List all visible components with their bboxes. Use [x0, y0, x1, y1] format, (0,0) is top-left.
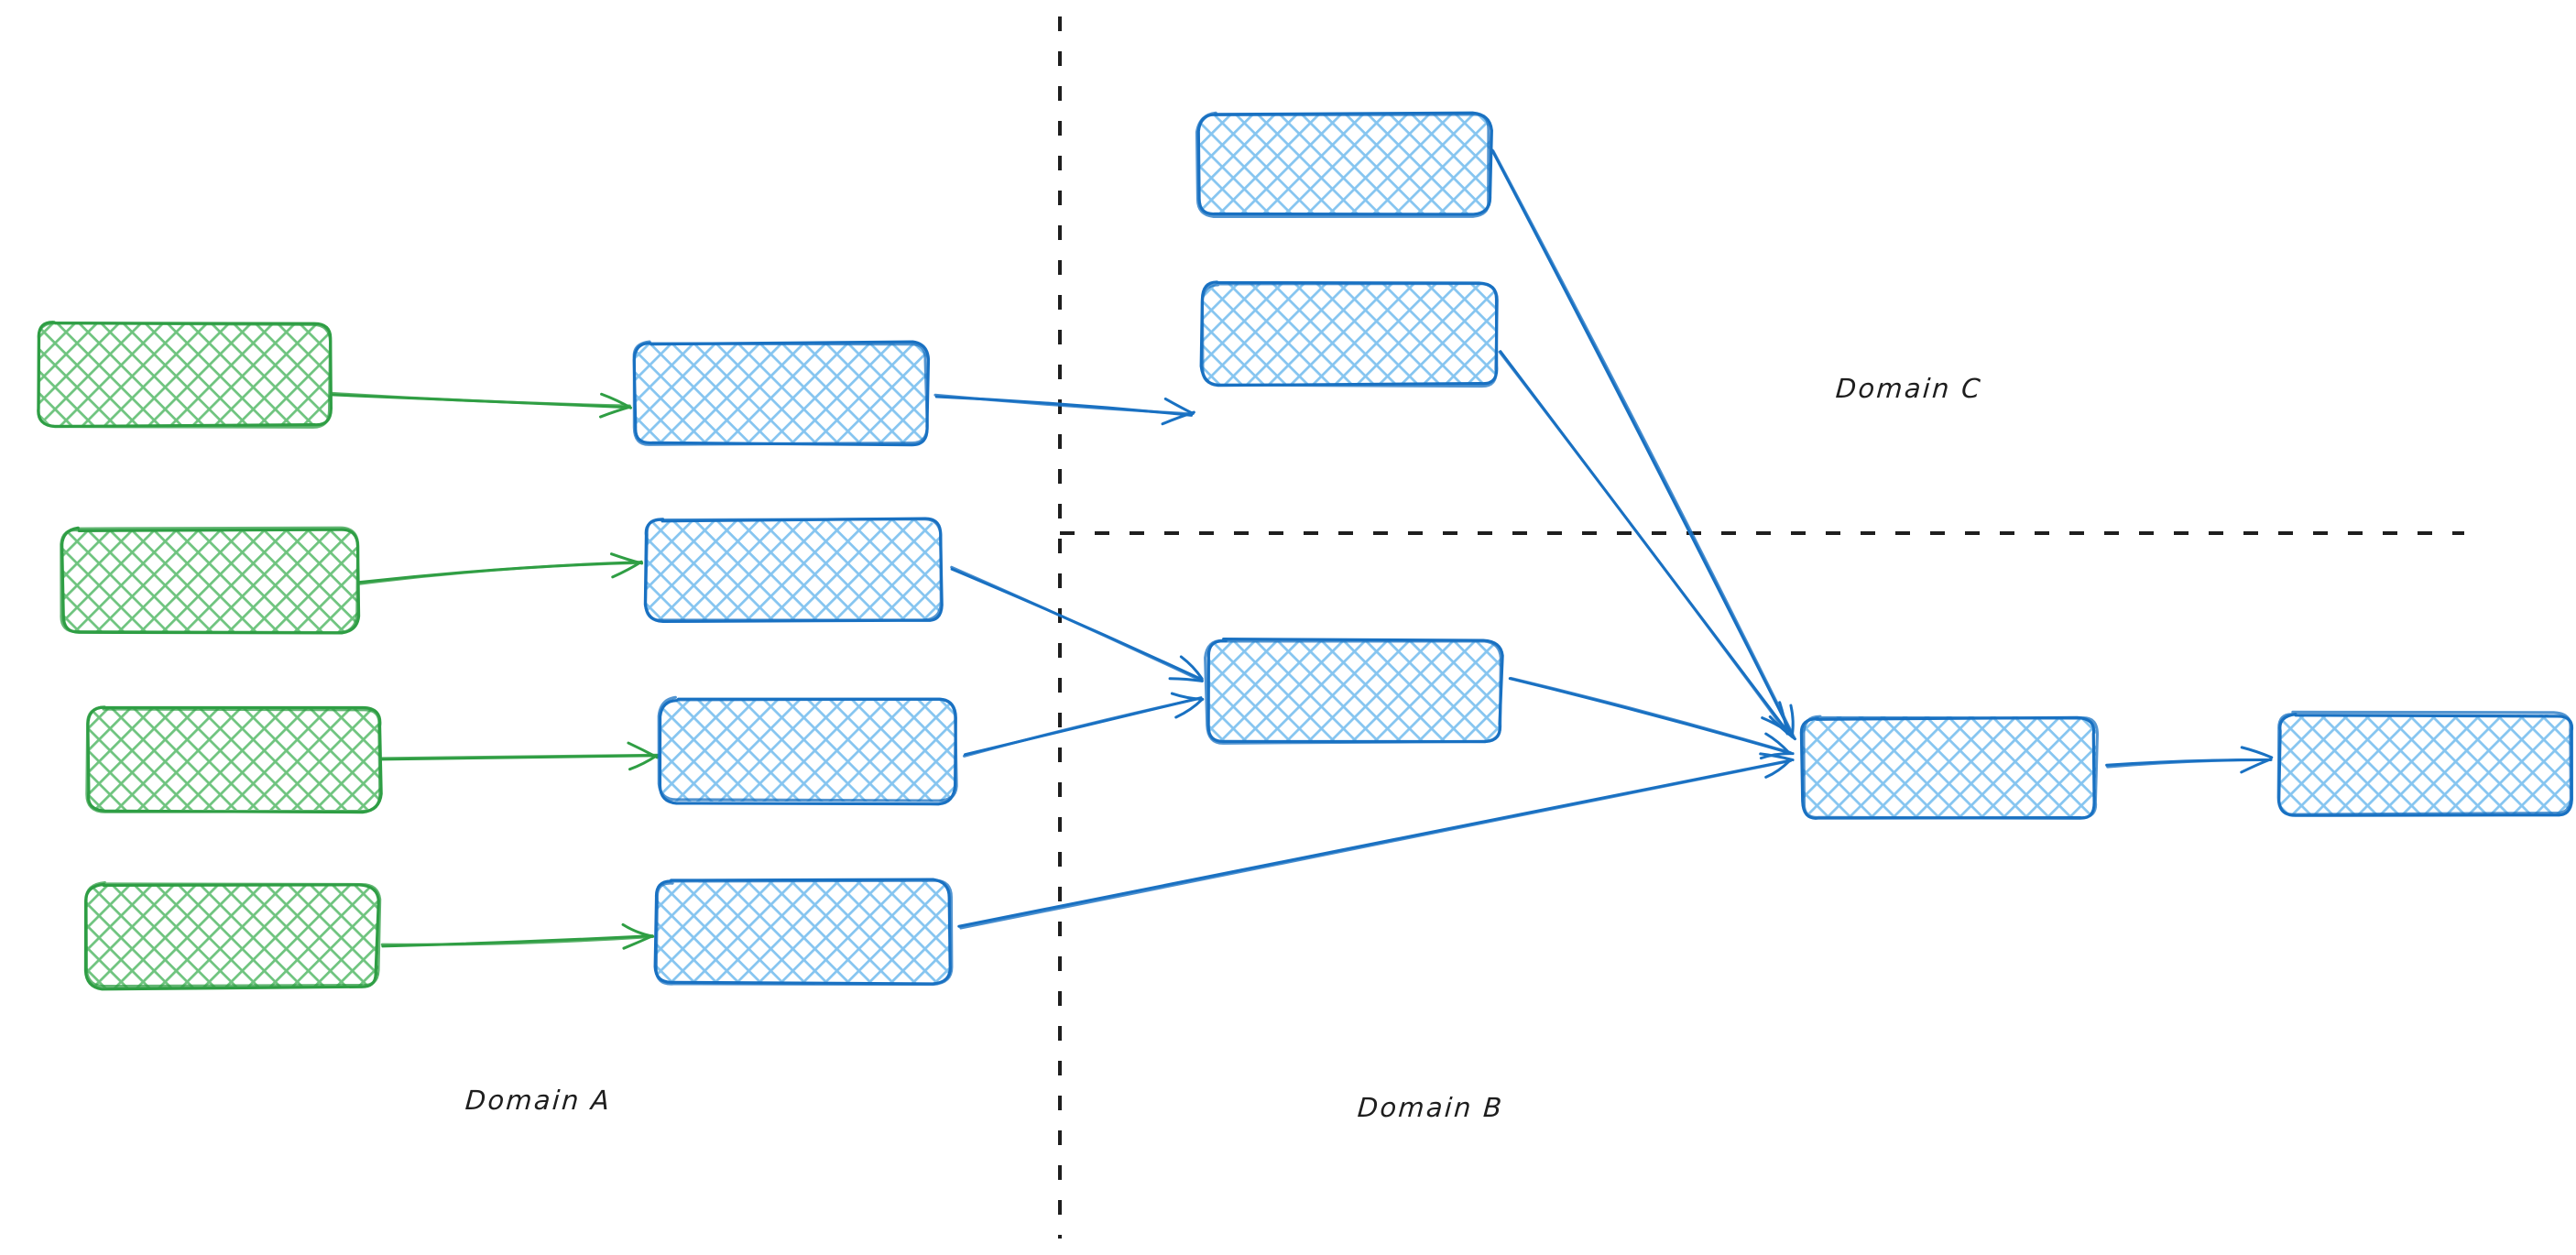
arrow-head: [1174, 698, 1204, 719]
arrow-head: [628, 754, 659, 771]
divider-layer: [1058, 16, 2464, 1239]
arrow-head: [1179, 655, 1204, 681]
node-b3[interactable]: [657, 695, 958, 806]
node-fill: [1803, 716, 2096, 817]
edge-line: [1509, 676, 1793, 755]
arrow-head: [598, 405, 632, 419]
node-outline: [1195, 111, 1490, 218]
arrow-head: [1168, 677, 1204, 682]
node-a2[interactable]: [60, 526, 361, 635]
node-outline: [37, 321, 333, 429]
arrow-head: [1778, 701, 1789, 736]
edge-line: [1498, 350, 1789, 736]
node-outline: [632, 340, 929, 446]
node-fill: [1207, 641, 1501, 742]
edge-line: [331, 391, 631, 408]
edge-line: [380, 934, 654, 946]
node-a1[interactable]: [37, 321, 333, 429]
node-outline: [1802, 715, 2100, 820]
arrow-head: [1170, 692, 1205, 701]
node-fill: [87, 707, 380, 810]
node-c3[interactable]: [1204, 638, 1504, 745]
edge-line: [2106, 758, 2273, 769]
node-a4[interactable]: [83, 880, 382, 991]
edge-line: [1491, 149, 1796, 740]
edge-line: [933, 393, 1194, 416]
node-fill: [2279, 715, 2572, 815]
node-layer: [37, 111, 2574, 991]
arrow-head: [1789, 704, 1795, 738]
node-outline: [1204, 638, 1502, 745]
node-b4[interactable]: [653, 878, 954, 987]
edge-c2-hub[interactable]: [1498, 350, 1790, 736]
edge-line: [380, 753, 660, 760]
arrow-head: [1764, 732, 1791, 755]
edge-hub-out[interactable]: [2105, 746, 2274, 774]
node-fill: [87, 885, 378, 988]
edge-line: [1490, 148, 1795, 739]
node-outline: [60, 526, 360, 635]
edge-b1-c2[interactable]: [933, 393, 1195, 426]
edge-line: [962, 696, 1203, 758]
node-hub[interactable]: [1799, 715, 2100, 820]
node-outline: [654, 878, 954, 987]
node-b1[interactable]: [632, 340, 931, 447]
node-c2[interactable]: [1199, 280, 1499, 388]
domain-label-b: Domain B: [1356, 1092, 1505, 1123]
edge-b4-hub[interactable]: [957, 752, 1795, 930]
edge-a4-b4[interactable]: [380, 922, 655, 950]
node-outline: [85, 705, 382, 813]
edge-a2-b2[interactable]: [357, 552, 644, 585]
node-out[interactable]: [2276, 710, 2574, 817]
edge-line: [959, 759, 1793, 930]
node-outline: [84, 880, 382, 988]
edge-line: [1508, 677, 1793, 755]
node-a3[interactable]: [85, 705, 383, 814]
node-outline: [1200, 281, 1499, 388]
arrow-head: [621, 922, 655, 938]
node-outline: [657, 695, 958, 802]
domain-label-c: Domain C: [1834, 373, 1983, 404]
edge-b3-c3[interactable]: [962, 692, 1205, 758]
edge-a3-b3[interactable]: [380, 741, 660, 771]
node-fill: [38, 322, 330, 425]
arrow-head: [1764, 758, 1792, 779]
node-c1[interactable]: [1195, 111, 1493, 218]
node-b2[interactable]: [643, 517, 944, 624]
edge-a1-b1[interactable]: [330, 391, 632, 419]
edge-line: [357, 561, 642, 585]
node-outline: [2276, 710, 2573, 816]
node-fill: [645, 520, 940, 621]
arrow-head: [2240, 758, 2273, 774]
edge-b2-c3[interactable]: [950, 565, 1204, 682]
domain-label-a: Domain A: [464, 1085, 613, 1116]
arrow-head: [2240, 746, 2274, 759]
edge-c1-hub[interactable]: [1490, 148, 1796, 741]
node-fill: [1198, 114, 1490, 214]
arrow-head: [1759, 752, 1795, 762]
arrow-head: [600, 392, 632, 409]
node-outline: [644, 518, 943, 622]
node-fill: [62, 529, 357, 632]
arrow-head: [1163, 397, 1195, 415]
node-fill: [661, 699, 956, 802]
arrow-head: [627, 741, 660, 759]
edge-line: [950, 565, 1204, 682]
node-fill: [656, 881, 951, 984]
edge-c3-hub[interactable]: [1508, 676, 1795, 760]
node-fill: [1202, 284, 1497, 385]
edge-layer: [330, 148, 2274, 950]
arrow-head: [609, 552, 644, 565]
node-fill: [634, 344, 927, 444]
